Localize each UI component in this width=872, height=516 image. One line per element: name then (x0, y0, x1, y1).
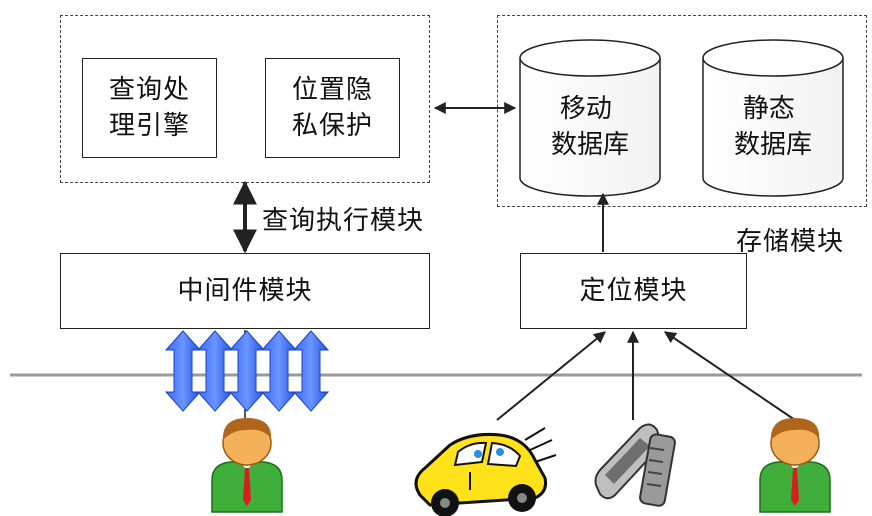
blue-arrow-1 (164, 330, 202, 412)
query-execution-module-label: 查询执行模块 (262, 206, 425, 236)
mobile-db-cylinder (519, 39, 661, 197)
middleware-module-label: 中间件模块 (177, 276, 313, 306)
positioning-module-label: 定位模块 (579, 276, 688, 306)
query-engine-label: 查询处 理引擎 (108, 75, 190, 141)
car-icon (414, 427, 557, 516)
mobile-db-label: 移动 数据库 (551, 94, 629, 160)
user-signal-arrow (664, 331, 796, 421)
phone-icon (594, 423, 676, 507)
blue-arrow-2 (196, 330, 234, 412)
blue-arrow-5 (292, 330, 330, 412)
static-db-line1: 静态 (743, 94, 795, 124)
query-engine-box: 查询处 理引擎 (82, 58, 217, 158)
storage-module-label: 存储模块 (736, 227, 845, 257)
blue-bidirectional-arrows (164, 330, 330, 412)
location-privacy-box: 位置隐 私保护 (265, 58, 400, 158)
static-db-line2: 数据库 (734, 130, 812, 160)
mobile-db-line2: 数据库 (551, 130, 629, 160)
static-db-label: 静态 数据库 (734, 94, 812, 160)
location-privacy-label: 位置隐 私保护 (291, 75, 373, 141)
static-db-cylinder (702, 39, 844, 197)
car-signal-arrow (496, 331, 606, 421)
user-icon-left (211, 418, 283, 513)
user-icon-right (759, 418, 831, 513)
middleware-module-box: 中间件模块 (60, 253, 430, 329)
blue-arrow-3 (228, 330, 266, 412)
blue-arrow-4 (260, 330, 298, 412)
positioning-module-box: 定位模块 (520, 253, 747, 329)
mobile-db-line1: 移动 (560, 94, 612, 124)
